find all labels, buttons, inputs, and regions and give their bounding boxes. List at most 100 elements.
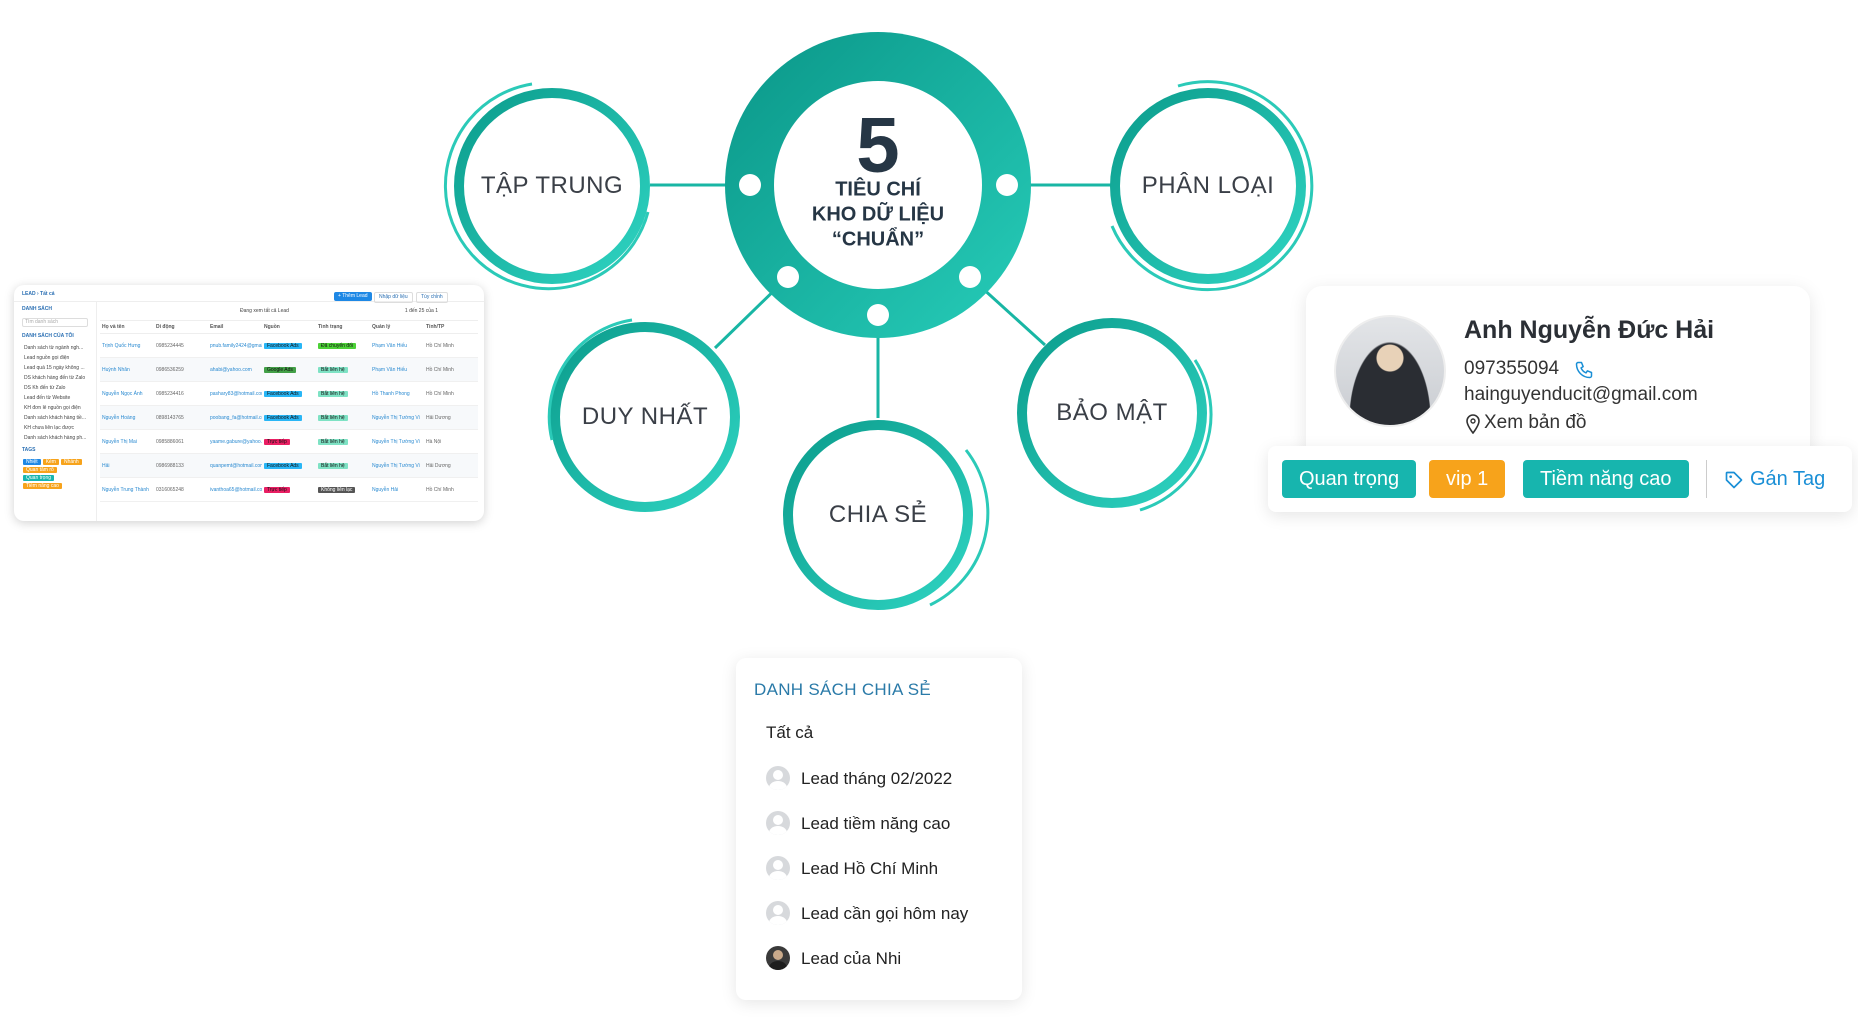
table-cell: Nguyễn Trung Thành (100, 477, 154, 502)
table-cell: Nguyễn Thị Tường Vi (370, 405, 424, 430)
share-list-all[interactable]: Tất cả (766, 723, 814, 742)
status-badge: Không liên lạc (318, 486, 356, 493)
sidebar-list-item[interactable]: Lead nguồn gọi điện (24, 355, 70, 361)
sidebar-list-item[interactable]: Lead đến từ Website (24, 395, 71, 401)
table-cell: Hải Dương (424, 405, 478, 430)
table-cell: pnub.family2424@gmail.com (208, 333, 262, 358)
table-cell: Bắt liên hệ (316, 381, 370, 406)
sidebar-list-item[interactable]: DS Kh đến từ Zalo (24, 385, 66, 391)
share-list-panel: DANH SÁCH CHIA SẺ Tất cả Lead tháng 02/2… (736, 658, 1022, 1000)
column-header[interactable]: Email (208, 321, 262, 334)
table-cell: Hải Dương (424, 453, 478, 478)
contact-email[interactable]: hainguyenducit@gmail.com (1464, 384, 1698, 405)
add-lead-button[interactable]: + Thêm Lead (334, 292, 372, 301)
table-cell: Hồ Chí Minh (424, 333, 478, 358)
column-header[interactable]: Nguồn (262, 321, 316, 334)
user-avatar-icon (766, 811, 790, 835)
sidebar-title: DANH SÁCH (22, 306, 52, 312)
source-badge: Facebook Ads (264, 462, 302, 469)
sidebar-tag[interactable]: Tiềm năng cao (23, 483, 62, 489)
table-cell: 0985886061 (154, 429, 208, 454)
tag-quan-trong[interactable]: Quan trọng (1282, 460, 1417, 498)
share-list-item-label: Lead của Nhi (801, 949, 902, 968)
status-badge: Bắt liên hệ (318, 438, 348, 445)
my-lists-title: DANH SÁCH CỦA TÔI (22, 333, 74, 339)
breadcrumb[interactable]: LEAD › Tất cả (22, 291, 55, 297)
center-title-line3: “CHUẨN” (831, 228, 925, 251)
table-cell: Hồ Thanh Phong (370, 381, 424, 406)
user-avatar-icon (766, 856, 790, 880)
user-avatar-icon (766, 766, 790, 790)
assign-tag-label: Gán Tag (1750, 468, 1826, 490)
table-cell: Trực tiếp (262, 477, 316, 502)
tools-button[interactable]: Tùy chỉnh (416, 292, 448, 303)
column-header[interactable]: Di động (154, 321, 208, 334)
share-list-item-label: Lead cần gọi hôm nay (801, 904, 969, 923)
share-list-item-label: Lead Hồ Chí Minh (801, 859, 939, 878)
criterion-label-bao-mat: BẢO MẬT (1056, 399, 1168, 426)
table-cell: Hồ Chí Minh (424, 477, 478, 502)
sidebar-list-item[interactable]: Danh sách khách hàng ph... (24, 435, 87, 441)
status-badge: Bắt liên hệ (318, 462, 348, 469)
sidebar-list-item[interactable]: KH chưa liên lạc được (24, 425, 74, 431)
table-cell: 0316065248 (154, 477, 208, 502)
table-cell: Phạm Văn Hiếu (370, 333, 424, 358)
column-header[interactable]: Tỉnh/TP (424, 321, 478, 334)
table-cell: Bắt liên hệ (316, 357, 370, 382)
sidebar-tag[interactable]: Quan trọng (23, 475, 55, 481)
pagination: 1 đến 25 của 1 (404, 308, 438, 314)
tag-vip-1[interactable]: vip 1 (1429, 460, 1506, 498)
lead-topbar: LEAD › Tất cả + Thêm Lead Nhập dữ liệu T… (14, 285, 484, 303)
share-list-title: DANH SÁCH CHIA SẺ (754, 680, 932, 699)
assign-tag-button[interactable]: Gán Tag (1724, 460, 1825, 498)
table-cell: 0985234416 (154, 381, 208, 406)
sidebar-tag[interactable]: Kém (42, 459, 59, 465)
sidebar-tag[interactable]: Nhánh (60, 459, 82, 465)
status-badge: Bắt liên hệ (318, 414, 348, 421)
contact-phone: 097355094 (1464, 358, 1560, 379)
sidebar-tag[interactable]: Quan tâm rõ (23, 467, 57, 473)
status-badge: Bắt liên hệ (318, 390, 348, 397)
my-lists: Danh sách từ ngành ngh... Lead nguồn gọi … (14, 343, 96, 443)
criterion-label-phan-loai: PHÂN LOẠI (1141, 172, 1275, 199)
column-header[interactable]: Quản lý (370, 321, 424, 334)
column-header[interactable]: Họ và tên (100, 321, 154, 334)
sidebar-list-item[interactable]: Lead quá 15 ngày không ... (24, 365, 85, 371)
table-cell: Bắt liên hệ (316, 405, 370, 430)
sidebar-list-item[interactable]: Danh sách từ ngành ngh... (24, 345, 84, 351)
source-badge: Trực tiếp (264, 438, 290, 445)
phone-icon[interactable] (1574, 360, 1594, 380)
sidebar-list-item[interactable]: KH đơn lẻ nguồn gọi điện (24, 405, 81, 411)
table-cell: ahabi@yahoo.com (208, 357, 262, 382)
table-cell: Trịnh Quốc Hưng (100, 333, 154, 358)
list-search-input[interactable]: Tìm danh sách (22, 318, 88, 327)
center-title-line1: TIÊU CHÍ (835, 178, 921, 201)
table-cell: Hải (100, 453, 154, 478)
table-cell: Facebook Ads (262, 405, 316, 430)
source-badge: Facebook Ads (264, 390, 302, 397)
table-cell: Huỳnh Nhân (100, 357, 154, 382)
view-map-link[interactable]: Xem bản đồ (1484, 412, 1587, 433)
sidebar-tag[interactable]: Nhiệt (23, 459, 41, 465)
sidebar-list-item[interactable]: Danh sách khách hàng tiề... (24, 415, 86, 421)
table-cell: yaame.gabure@yahoo.com (208, 429, 262, 454)
table-cell: poobang_fa@hotmail.com (208, 405, 262, 430)
tag-tiem-nang-cao[interactable]: Tiềm năng cao (1523, 460, 1689, 498)
table-cell: Google Ads (262, 357, 316, 382)
import-button[interactable]: Nhập dữ liệu (374, 292, 413, 303)
table-cell: Nguyễn Thị Tường Vi (370, 453, 424, 478)
table-cell: Hồ Chí Minh (424, 381, 478, 406)
column-header[interactable]: Tình trạng (316, 321, 370, 334)
user-photo-avatar (766, 946, 790, 970)
sidebar-list-item[interactable]: DS khách hàng đến từ Zalo (24, 375, 86, 381)
share-list-item-label: Lead tháng 02/2022 (801, 769, 953, 788)
